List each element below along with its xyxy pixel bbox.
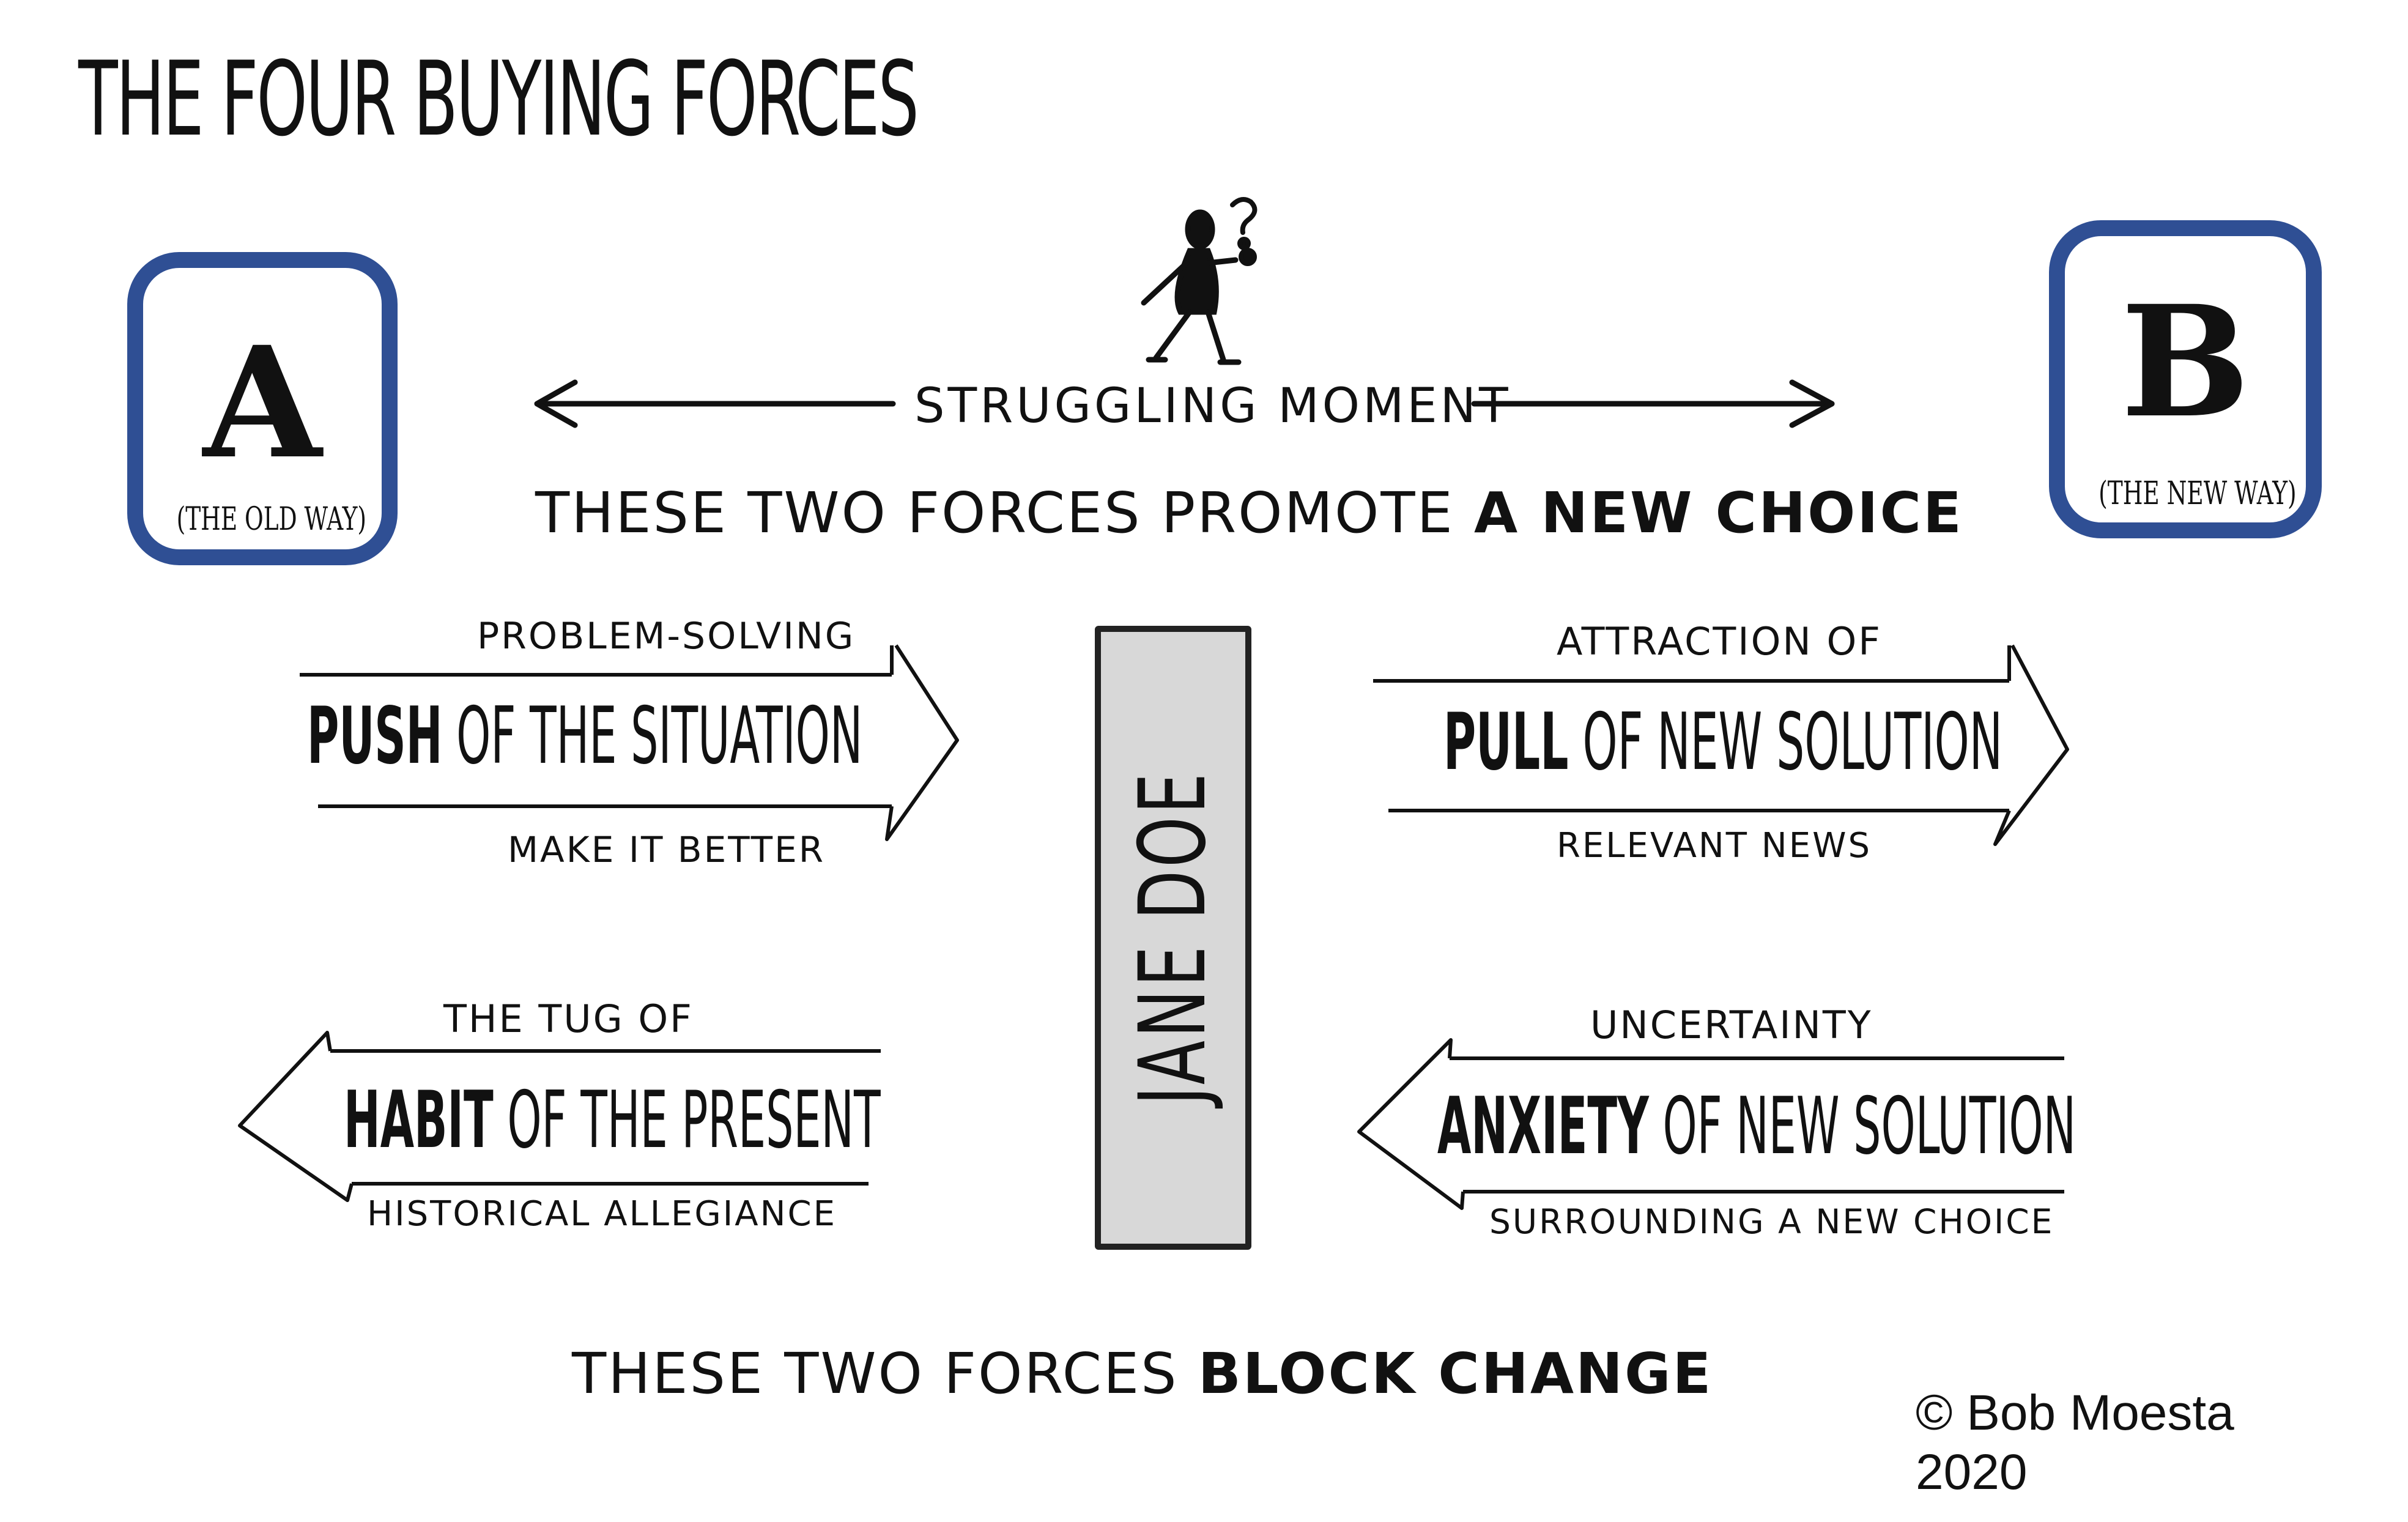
struggling-moment-label: STRUGGLING MOMENT: [914, 379, 1511, 434]
habit-arrow: [238, 1031, 881, 1202]
habit-rest: OF THE PRESENT: [493, 1075, 881, 1166]
card-new-way: B (THE NEW WAY): [2049, 220, 2322, 538]
anxiety-below-label: SURROUNDING A NEW CHOICE: [1489, 1202, 2054, 1241]
thinking-person-icon: [1141, 209, 1242, 365]
page-title: THE FOUR BUYING FORCES: [78, 39, 919, 159]
habit-bold: HABIT: [344, 1075, 494, 1166]
pull-rest: OF NEW SOLUTION: [1568, 697, 2002, 788]
pull-below-label: RELEVANT NEWS: [1557, 826, 1872, 866]
pull-arrow: [1373, 644, 2069, 846]
push-above-label: PROBLEM-SOLVING: [477, 615, 856, 658]
anxiety-main-label: ANXIETY OF NEW SOLUTION: [1437, 1088, 2076, 1166]
card-a-letter: A: [203, 313, 322, 492]
card-b-subtitle: (THE NEW WAY): [2099, 475, 2297, 512]
push-arrow: [300, 644, 959, 841]
anxiety-rest: OF NEW SOLUTION: [1648, 1081, 2076, 1172]
card-a-subtitle: (THE OLD WAY): [176, 501, 366, 538]
block-emphasis: BLOCK CHANGE: [1198, 1341, 1713, 1406]
anxiety-arrow: [1357, 1038, 2064, 1210]
copyright-line1: © Bob Moesta: [1916, 1385, 2234, 1441]
pull-bold: PULL: [1443, 697, 1569, 788]
push-main-label: PUSH OF THE SITUATION: [307, 697, 862, 776]
block-prefix: THESE TWO FORCES: [572, 1341, 1198, 1406]
copyright-line2: 2020: [1916, 1444, 2028, 1500]
promote-statement: THESE TWO FORCES PROMOTE A NEW CHOICE: [535, 485, 1963, 541]
pull-above-label: ATTRACTION OF: [1557, 619, 1882, 664]
anxiety-above-label: UNCERTAINTY: [1590, 1003, 1873, 1047]
card-old-way: A (THE OLD WAY): [127, 252, 398, 565]
anxiety-bold: ANXIETY: [1437, 1081, 1649, 1172]
pull-main-label: PULL OF NEW SOLUTION: [1443, 703, 2002, 782]
habit-below-label: HISTORICAL ALLEGIANCE: [367, 1194, 837, 1234]
push-bold: PUSH: [307, 691, 443, 782]
struggling-moment-arrow: [534, 379, 1835, 428]
push-rest: OF THE SITUATION: [442, 691, 863, 782]
promote-emphasis: A NEW CHOICE: [1473, 480, 1963, 546]
jane-doe-label: JANE DOE: [1120, 770, 1226, 1105]
push-below-label: MAKE IT BETTER: [508, 829, 826, 871]
card-b-letter: B: [2121, 272, 2250, 451]
habit-main-label: HABIT OF THE PRESENT: [344, 1082, 881, 1160]
promote-prefix: THESE TWO FORCES PROMOTE: [535, 480, 1474, 546]
jane-doe-pillar: JANE DOE: [1095, 626, 1251, 1250]
question-mark-icon: [1230, 197, 1258, 266]
habit-above-label: THE TUG OF: [443, 997, 694, 1041]
copyright-notice: © Bob Moesta 2020: [1916, 1384, 2234, 1502]
block-statement: THESE TWO FORCES BLOCK CHANGE: [572, 1346, 1713, 1402]
